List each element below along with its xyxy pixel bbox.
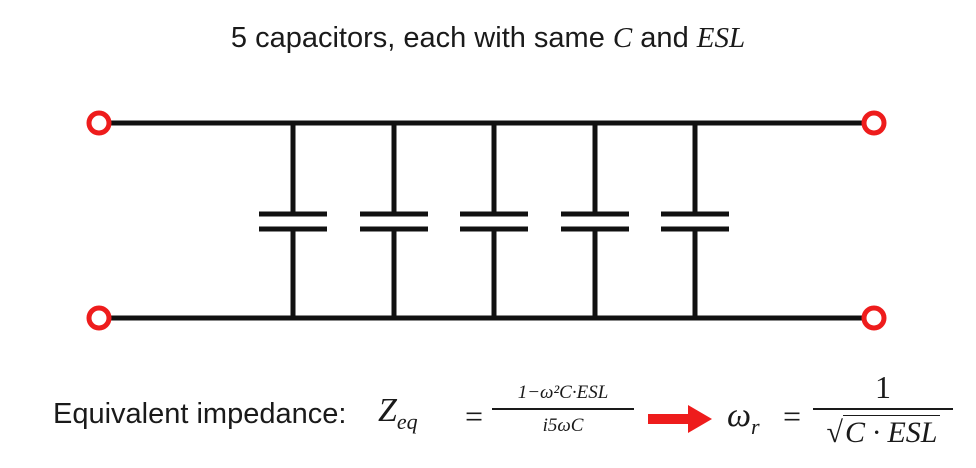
capacitor-2: [360, 123, 428, 318]
omega-subscript: r: [751, 414, 760, 439]
resonance-denominator: √C · ESL: [813, 412, 953, 454]
resonance-numerator: 1: [875, 369, 891, 405]
omega-letter: ω: [727, 397, 752, 434]
impedance-fraction-bar: [492, 408, 634, 410]
square-root-radicand: C · ESL: [842, 414, 940, 449]
omega-r-symbol: ωr: [727, 397, 760, 440]
square-root-sign: √: [826, 415, 843, 449]
diagram-title: 5 capacitors, each with same C and ESL: [0, 22, 976, 55]
impedance-fraction: 1−ω²C·ESL i5ωC: [492, 380, 634, 439]
equation-label: Equivalent impedance:: [53, 398, 347, 430]
title-var-c: C: [612, 22, 633, 54]
equals-sign-1: =: [465, 398, 484, 434]
title-var-esl: ESL: [696, 22, 746, 54]
zeq-subscript: eq: [396, 409, 418, 434]
impedance-numerator: 1−ω²C·ESL: [517, 382, 609, 403]
terminal-top-right: [861, 110, 887, 136]
capacitor-4: [561, 123, 629, 318]
terminal-bottom-right: [861, 305, 887, 331]
zeq-symbol: Zeq: [378, 392, 418, 435]
terminal-bottom-left: [86, 305, 112, 331]
resonance-fraction-bar: [813, 408, 953, 410]
title-and: and: [632, 22, 697, 54]
zeq-letter: Z: [378, 392, 397, 429]
terminal-top-left: [86, 110, 112, 136]
capacitor-1: [259, 123, 327, 318]
resonance-fraction: 1 √C · ESL: [813, 368, 953, 454]
capacitor-5: [661, 123, 729, 318]
capacitor-3: [460, 123, 528, 318]
equals-sign-2: =: [783, 398, 802, 434]
title-text: 5 capacitors, each with same: [230, 22, 613, 54]
impedance-denominator: i5ωC: [542, 414, 584, 436]
right-arrow-icon: [648, 405, 712, 433]
